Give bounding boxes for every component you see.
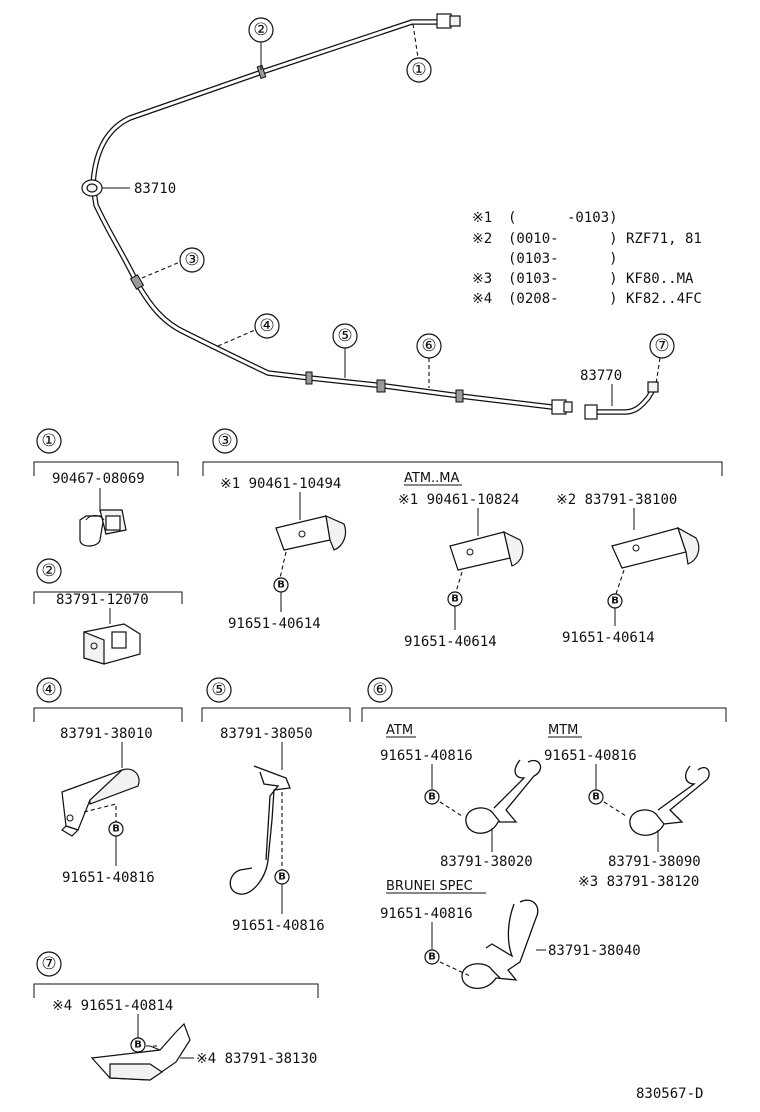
part-83791-38120: ※3 83791-38120: [578, 874, 699, 890]
applicability-notes: ※1 ( -0103) ※2 (0010- ) RZF71, 81 (0103-…: [472, 210, 702, 307]
bolt-91651-40816-5: 91651-40816: [232, 918, 325, 934]
part-83791-12070: 83791-12070: [56, 592, 149, 608]
speedometer-cable-83770: [584, 381, 659, 420]
note-2b-range: (0103- ): [508, 251, 618, 267]
svg-text:B: B: [112, 824, 120, 835]
part-83791-38020: 83791-38020: [440, 854, 533, 870]
svg-text:B: B: [428, 792, 436, 803]
label-83770: 83770: [580, 368, 622, 406]
panel-7: ⑦ ※4 91651-40814 B ※4 83791-38130: [33, 951, 319, 1081]
bolt-91651-40816-4: 91651-40816: [62, 870, 155, 886]
part-83791-38040: 83791-38040: [548, 943, 641, 959]
note-4-model: KF82..4FC: [626, 291, 702, 307]
panel-5: ⑤ 83791-38050 B 91651-40816: [201, 677, 351, 934]
panel-2: ② 83791-12070: [33, 558, 183, 665]
svg-text:①: ①: [411, 60, 426, 80]
svg-text:B: B: [278, 872, 286, 883]
note-4-range: (0208- ): [508, 291, 618, 307]
panel-1: ① 90467-08069: [33, 428, 179, 547]
note-3-model: KF80..MA: [626, 271, 694, 287]
speedometer-cable-assembly: [81, 13, 573, 415]
diagram-code: 830567-D: [636, 1086, 703, 1102]
bracket-90461-10494: [275, 514, 347, 551]
bracket-83791-38130: [90, 1022, 191, 1081]
part-90461-10824: ※1 90461-10824: [398, 492, 519, 508]
bolt-91651-40814: ※4 91651-40814: [52, 998, 173, 1014]
note-2-model: RZF71, 81: [626, 231, 702, 247]
panel-6: ⑥ ATM 91651-40816 B 83791-38020 MTM 9165…: [361, 677, 727, 989]
svg-text:B: B: [592, 792, 600, 803]
part-90461-10494: ※1 90461-10494: [220, 476, 341, 492]
clamp-90467-08069: [79, 509, 127, 547]
svg-text:③: ③: [184, 250, 199, 270]
clip-83791-38020: [465, 759, 542, 834]
svg-text:⑤: ⑤: [211, 680, 226, 700]
clamp-83791-12070: [83, 623, 141, 665]
svg-text:B: B: [611, 596, 619, 607]
header-brunei-spec: BRUNEI SPEC: [386, 879, 473, 894]
svg-text:83710: 83710: [134, 181, 176, 197]
callout-1-main: ①: [406, 23, 432, 83]
callout-5-main: ⑤: [332, 323, 358, 378]
clip-83791-38040: [461, 899, 539, 989]
svg-text:②: ②: [41, 561, 56, 581]
callout-3-main: ③: [141, 247, 205, 279]
bracket-83791-38010: [61, 768, 140, 837]
svg-text:83770: 83770: [580, 368, 622, 384]
svg-text:B: B: [134, 1040, 142, 1051]
callout-2-main: ②: [248, 17, 274, 70]
svg-text:④: ④: [41, 680, 56, 700]
bracket-90461-10824: [449, 530, 524, 571]
svg-text:⑦: ⑦: [654, 336, 669, 356]
svg-text:⑦: ⑦: [41, 954, 56, 974]
label-83710: 83710: [102, 181, 176, 197]
header-atm: ATM: [386, 723, 413, 738]
bolt-91651-40614-b: 91651-40614: [404, 634, 497, 650]
note-2-mark: ※2: [472, 231, 492, 247]
part-83791-38090: 83791-38090: [608, 854, 701, 870]
callout-7-main: ⑦: [649, 333, 675, 385]
note-1-mark: ※1: [472, 210, 492, 226]
svg-text:①: ①: [41, 431, 56, 451]
part-90467-08069: 90467-08069: [52, 471, 145, 487]
callout-4-main: ④: [217, 313, 280, 347]
svg-text:⑥: ⑥: [372, 680, 387, 700]
svg-text:B: B: [277, 580, 285, 591]
svg-text:⑥: ⑥: [421, 336, 436, 356]
note-3-range: (0103- ): [508, 271, 618, 287]
svg-text:④: ④: [259, 316, 274, 336]
bolt-91651-40816-mtm: 91651-40816: [544, 748, 637, 764]
svg-text:②: ②: [253, 20, 268, 40]
svg-text:B: B: [451, 594, 459, 605]
panel-3: ③ ※1 90461-10494 B 91651-40614 ATM..MA ※…: [202, 428, 723, 650]
header-mtm: MTM: [548, 723, 578, 738]
callout-6-main: ⑥: [416, 333, 442, 388]
svg-text:③: ③: [217, 431, 232, 451]
panel-4: ④ 83791-38010 B 91651-40816: [33, 677, 183, 886]
header-atm-ma: ATM..MA: [404, 471, 460, 486]
note-3-mark: ※3: [472, 271, 492, 287]
hanger-83791-38050: [229, 765, 291, 895]
bolt-91651-40614-c: 91651-40614: [562, 630, 655, 646]
svg-text:B: B: [428, 952, 436, 963]
clip-83791-38090: [629, 765, 710, 836]
part-83791-38100: ※2 83791-38100: [556, 492, 677, 508]
note-2-range: (0010- ): [508, 231, 618, 247]
bolt-91651-40816-atm: 91651-40816: [380, 748, 473, 764]
part-83791-38050: 83791-38050: [220, 726, 313, 742]
note-1-range: ( -0103): [508, 210, 618, 226]
svg-text:⑤: ⑤: [337, 326, 352, 346]
part-83791-38010: 83791-38010: [60, 726, 153, 742]
bolt-91651-40816-brunei: 91651-40816: [380, 906, 473, 922]
part-83791-38130: ※4 83791-38130: [196, 1051, 317, 1067]
note-4-mark: ※4: [472, 291, 492, 307]
bracket-83791-38100: [611, 526, 700, 569]
bolt-91651-40614-a: 91651-40614: [228, 616, 321, 632]
